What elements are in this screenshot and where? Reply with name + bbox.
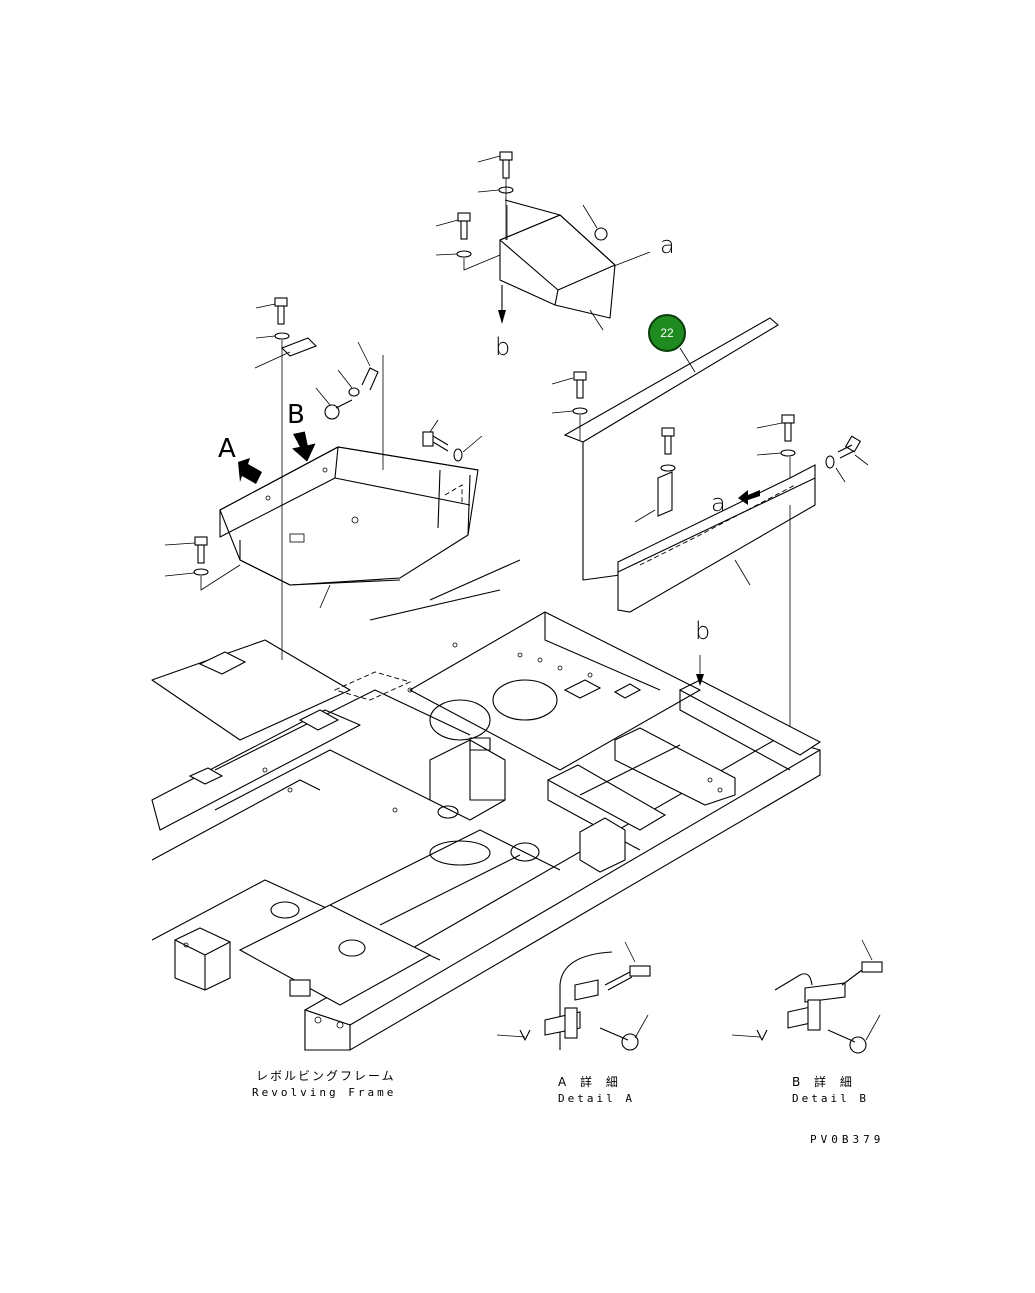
detail-b-drawing (731, 939, 883, 1054)
arrow-a (238, 458, 262, 484)
revolving-frame (151, 559, 822, 1051)
bolt-top-left (435, 212, 501, 271)
left-floor-panel (219, 355, 479, 609)
detail-b-caption-en: Detail B (792, 1092, 869, 1105)
bolt-left-panel (254, 297, 317, 660)
bolt-right-2 (660, 427, 676, 472)
arrow-b (292, 431, 316, 462)
revolving-frame-caption-en: Revolving Frame (252, 1086, 397, 1099)
view-label-a: A (218, 434, 236, 464)
right-cover-plate (563, 317, 816, 742)
ref-label-a-right: a (711, 489, 726, 517)
bolt-top (477, 151, 514, 240)
bolt-right-4 (825, 435, 869, 483)
revolving-frame-caption-jp: レボルビングフレーム (256, 1069, 396, 1083)
detail-a-caption-en: Detail A (558, 1092, 635, 1105)
detail-b-caption-jp: B 詳 細 (792, 1075, 857, 1089)
callout-22-badge[interactable]: 22 (648, 314, 686, 352)
ref-label-b-top: b (495, 333, 511, 361)
top-box-cover (498, 199, 651, 331)
ref-label-b-right: b (695, 617, 711, 645)
pin-left-panel (315, 341, 379, 420)
bolt-right-panel-left (422, 419, 483, 462)
view-label-b: B (287, 400, 305, 430)
bolt-right-1 (551, 371, 588, 440)
drawing-code: PV0B379 (810, 1133, 885, 1146)
bolt-lower-left (164, 536, 241, 591)
bolt-right-3 (756, 414, 796, 478)
detail-a-drawing (496, 941, 651, 1051)
detail-a-caption-jp: A 詳 細 (558, 1075, 623, 1089)
ref-label-a-top: a (660, 231, 675, 259)
